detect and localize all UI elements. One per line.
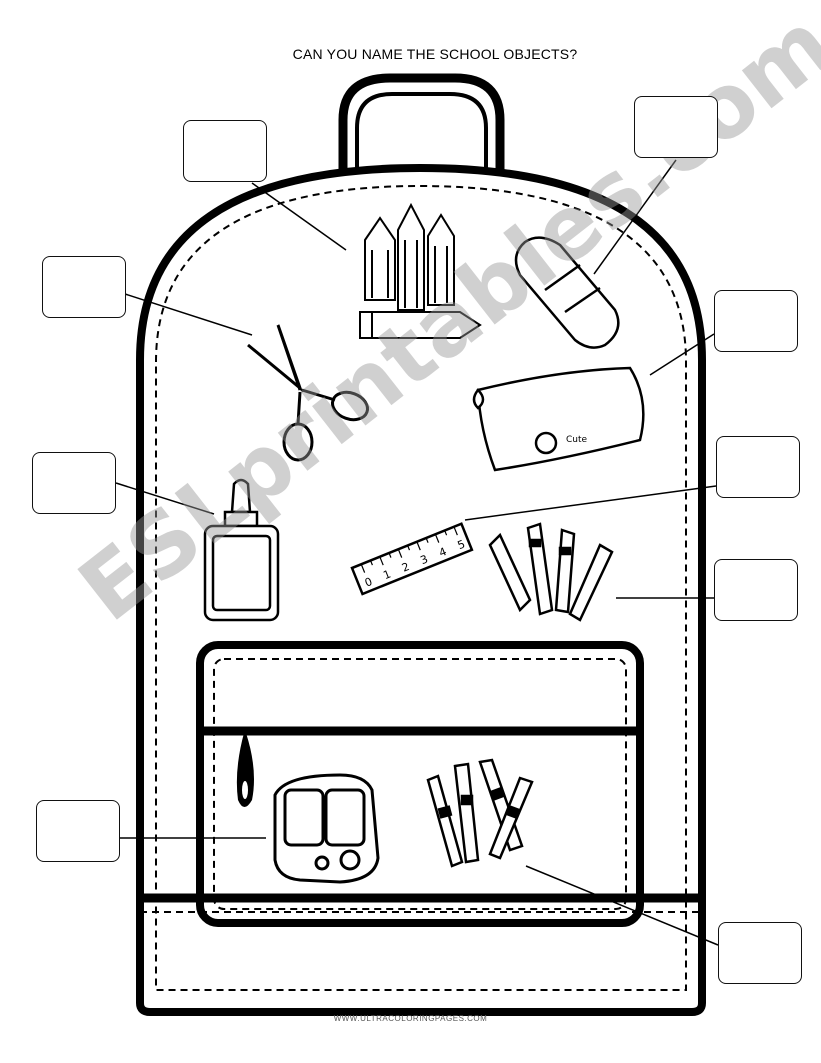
- answer-box-sharpener[interactable]: [36, 800, 120, 862]
- answer-box-eraser[interactable]: [634, 96, 718, 158]
- pencil-case-brand: Cute: [566, 435, 588, 445]
- sharpener-drawing: [273, 773, 380, 884]
- zipper-pull: [236, 733, 254, 807]
- front-pocket: [196, 641, 644, 927]
- answer-box-glue[interactable]: [32, 452, 116, 514]
- worksheet-title: CAN YOU NAME THE SCHOOL OBJECTS?: [292, 46, 578, 62]
- answer-box-pencils[interactable]: [183, 120, 267, 182]
- glue-drawing: [203, 478, 280, 622]
- crayons-drawing: [426, 758, 534, 868]
- answer-box-pencil-case[interactable]: [714, 290, 798, 352]
- svg-text:1: 1: [381, 568, 392, 583]
- answer-box-markers[interactable]: [714, 559, 798, 621]
- svg-text:5: 5: [456, 538, 467, 553]
- pencil-case-drawing: Cute: [472, 366, 645, 472]
- svg-text:0: 0: [363, 575, 374, 590]
- svg-text:2: 2: [400, 560, 411, 575]
- ruler-drawing: 0 1 2 3 4 5: [350, 522, 474, 596]
- credit-url: WWW.ULTRACOLORINGPAGES.COM: [333, 1014, 488, 1023]
- eraser-drawing: [514, 236, 620, 349]
- connector-lines: [115, 159, 719, 946]
- svg-text:4: 4: [437, 545, 448, 560]
- scissors-drawing: [247, 324, 369, 462]
- backpack-stitching: [155, 184, 687, 991]
- answer-box-crayons[interactable]: [718, 922, 802, 984]
- answer-box-scissors[interactable]: [42, 256, 126, 318]
- backpack-handle: [338, 73, 505, 175]
- markers-drawing: [488, 522, 614, 622]
- answer-box-ruler[interactable]: [716, 436, 800, 498]
- pencils-drawing: [359, 202, 482, 339]
- svg-text:3: 3: [419, 553, 430, 568]
